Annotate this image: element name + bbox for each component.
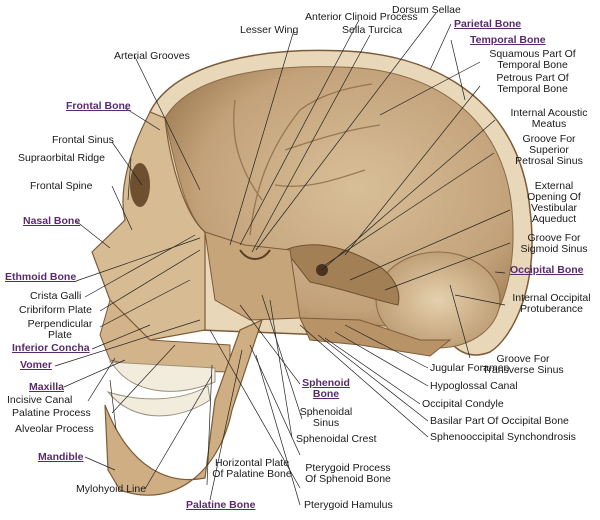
- label-frontal-sinus: Frontal Sinus: [52, 134, 114, 146]
- label-sella-turcica: Sella Turcica: [342, 24, 403, 36]
- label-jugular-foramen: Jugular Foramen: [430, 362, 510, 374]
- label-cribriform-plate: Cribriform Plate: [19, 304, 92, 316]
- label-lesser-wing: Lesser Wing: [240, 24, 299, 36]
- label-inferior-concha: Inferior Concha: [12, 342, 90, 354]
- label-basilar-part-occipital-bone: Basilar Part Of Occipital Bone: [430, 415, 569, 427]
- label-frontal-spine: Frontal Spine: [30, 180, 93, 192]
- label-mylohyoid-line: Mylohyoid Line: [76, 483, 147, 495]
- label-ethmoid-bone: Ethmoid Bone: [5, 271, 77, 283]
- label-parietal-bone: Parietal Bone: [454, 18, 522, 30]
- label-supraorbital-ridge: Supraorbital Ridge: [18, 152, 105, 164]
- label-temporal-bone: Temporal Bone: [470, 34, 546, 46]
- label-alveolar-process: Alveolar Process: [15, 423, 94, 435]
- upper-teeth: [109, 358, 216, 392]
- label-occipital-bone: Occipital Bone: [510, 264, 584, 276]
- lower-teeth: [106, 385, 211, 417]
- frontal-face: [91, 111, 206, 341]
- label-mandible: Mandible: [38, 451, 84, 463]
- label-occipital-condyle: Occipital Condyle: [422, 398, 504, 410]
- label-crista-galli: Crista Galli: [30, 290, 82, 302]
- label-maxilla: Maxilla: [29, 381, 65, 393]
- label-palatine-process: Palatine Process: [12, 407, 91, 419]
- label-sphenoidal-crest: Sphenoidal Crest: [296, 433, 377, 445]
- label-incisive-canal: Incisive Canal: [7, 394, 73, 406]
- label-nasal-bone: Nasal Bone: [23, 215, 81, 227]
- leader-lines: [54, 12, 511, 506]
- label-dorsum-sellae: Dorsum Sellae: [392, 4, 461, 16]
- label-pterygoid-hamulus: Pterygoid Hamulus: [304, 499, 393, 511]
- label-vomer: Vomer: [20, 359, 52, 371]
- label-hypoglossal-canal: Hypoglossal Canal: [430, 380, 518, 392]
- petrous-ridge: [284, 244, 400, 306]
- label-arterial-grooves: Arterial Grooves: [114, 50, 190, 62]
- mandible: [104, 318, 264, 496]
- label-anterior-clinoid-process: Anterior Clinoid Process: [305, 11, 418, 23]
- frontal-sinus: [130, 163, 150, 207]
- label-frontal-bone: Frontal Bone: [66, 100, 131, 112]
- sella-turcica: [239, 249, 271, 260]
- label-sphenooccipital-synchondrosis: Sphenooccipital Synchondrosis: [430, 431, 576, 443]
- label-palatine-bone: Palatine Bone: [186, 499, 256, 511]
- arterial-grooves: [233, 83, 381, 236]
